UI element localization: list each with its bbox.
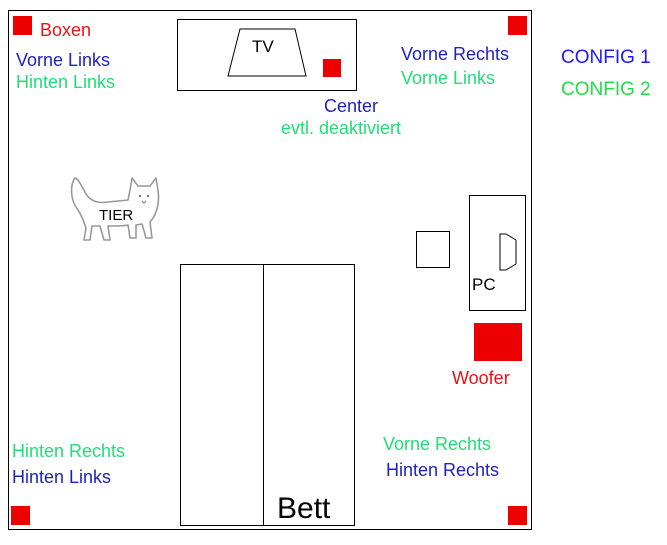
speaker-bottom-left [11, 506, 30, 525]
bed-divider [263, 264, 264, 526]
speaker-top-right [508, 16, 527, 35]
pet-label: TIER [99, 207, 134, 224]
pc-desk [469, 195, 526, 311]
speaker-center [323, 59, 341, 77]
tv-label: TV [252, 37, 274, 56]
legend-config-2: CONFIG 2 [561, 79, 651, 100]
bottom-right-config2-label: Vorne Rechts [383, 434, 492, 454]
small-box [416, 231, 450, 268]
speaker-top-left [13, 16, 32, 35]
woofer-label: Woofer [452, 368, 510, 388]
bottom-left-config2-label: Hinten Rechts [12, 441, 126, 461]
pc-label: PC [472, 275, 496, 294]
bed [180, 264, 355, 526]
bottom-left-config1-label: Hinten Links [12, 467, 112, 487]
top-right-config2-label: Vorne Links [401, 68, 496, 88]
bed-label: Bett [277, 492, 331, 525]
center-config1-label: Center [324, 96, 379, 116]
room-outline [8, 10, 532, 530]
top-left-config2-label: Hinten Links [16, 72, 116, 92]
legend-config-1: CONFIG 1 [561, 47, 651, 68]
boxen-label: Boxen [40, 20, 92, 40]
speaker-bottom-right [508, 506, 527, 525]
bottom-right-config1-label: Hinten Rechts [386, 460, 500, 480]
top-left-config1-label: Vorne Links [16, 50, 111, 70]
top-right-config1-label: Vorne Rechts [401, 44, 510, 64]
woofer-speaker [474, 323, 522, 361]
tv-cabinet [177, 19, 357, 91]
center-config2-label: evtl. deaktiviert [281, 118, 402, 138]
